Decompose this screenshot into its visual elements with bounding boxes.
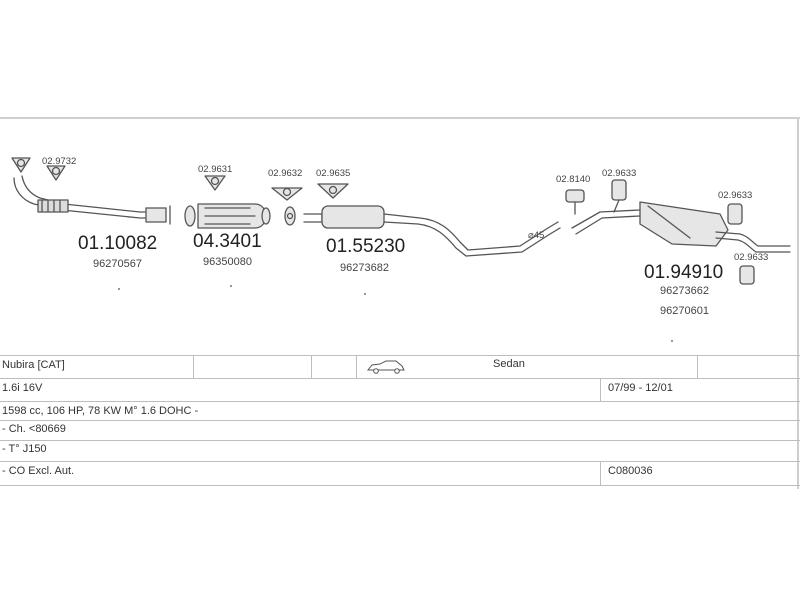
part-number-02-9635: 02.9635 bbox=[316, 168, 350, 179]
gasket-02-9635-icon bbox=[317, 183, 349, 199]
oem-number-96270567: 96270567 bbox=[93, 258, 142, 270]
part-number-02-8140: 02.8140 bbox=[556, 174, 590, 185]
exhaust-diagram: 02.9732 01.10082 96270567 02.9631 04.340… bbox=[11, 156, 791, 342]
table-col bbox=[600, 378, 601, 401]
catalyst-icon bbox=[184, 203, 271, 229]
engine-label: 1.6i 16V bbox=[2, 382, 43, 394]
part-number-02-9633-c: 02.9633 bbox=[734, 252, 768, 263]
table-rule bbox=[0, 401, 800, 402]
oem-number-96270601: 96270601 bbox=[660, 305, 709, 317]
part-number-04-3401: 04.3401 bbox=[193, 231, 262, 252]
oem-number-96273682: 96273682 bbox=[340, 262, 389, 274]
part-number-02-9633-a: 02.9633 bbox=[602, 168, 636, 179]
gasket-02-9631-icon bbox=[204, 175, 226, 191]
table-rule bbox=[0, 485, 800, 486]
part-number-01-94910: 01.94910 bbox=[644, 262, 723, 283]
table-col bbox=[356, 355, 357, 378]
co-note: - CO Excl. Aut. bbox=[2, 465, 75, 477]
gasket-02-9632-icon bbox=[271, 187, 303, 226]
middle-silencer-icon bbox=[303, 205, 561, 257]
table-rule bbox=[0, 461, 800, 462]
table-col bbox=[193, 355, 194, 378]
body-type: Sedan bbox=[493, 358, 525, 370]
oem-number-96273662: 96273662 bbox=[660, 285, 709, 297]
rubber-mount-02-9633-b-icon bbox=[727, 203, 743, 225]
catalog-code: C080036 bbox=[608, 465, 653, 477]
part-number-01-10082: 01.10082 bbox=[78, 233, 157, 254]
engine-spec: 1598 cc, 106 HP, 78 KW M° 1.6 DOHC - bbox=[2, 405, 199, 417]
rubber-mount-02-9633-a-icon bbox=[611, 179, 627, 213]
table-col bbox=[600, 461, 601, 485]
table-col bbox=[697, 355, 698, 378]
production-dates: 07/99 - 12/01 bbox=[608, 382, 673, 394]
angle-mark-icon: ⌀45 bbox=[528, 230, 544, 241]
type-note: - T° J150 bbox=[2, 443, 47, 455]
top-border bbox=[0, 117, 800, 119]
oem-number-96350080: 96350080 bbox=[203, 256, 252, 268]
rear-silencer-icon bbox=[571, 201, 791, 253]
model-name: Nubira [CAT] bbox=[2, 359, 65, 371]
rubber-mount-02-8140-icon bbox=[565, 189, 585, 215]
table-col bbox=[311, 355, 312, 378]
part-number-02-9631: 02.9631 bbox=[198, 164, 232, 175]
table-rule bbox=[0, 440, 800, 441]
chassis-note: - Ch. <80669 bbox=[2, 423, 66, 435]
table-rule bbox=[0, 355, 800, 356]
table-rule bbox=[0, 378, 800, 379]
part-number-02-9732: 02.9732 bbox=[42, 156, 76, 167]
right-border bbox=[797, 117, 799, 489]
part-number-02-9633-b: 02.9633 bbox=[718, 190, 752, 201]
part-number-02-9632: 02.9632 bbox=[268, 168, 302, 179]
front-pipe-icon bbox=[13, 175, 171, 225]
gasket-02-9732-icon bbox=[11, 157, 66, 181]
table-rule bbox=[0, 420, 800, 421]
sedan-car-icon bbox=[366, 360, 406, 377]
part-number-01-55230: 01.55230 bbox=[326, 236, 405, 257]
rubber-mount-02-9633-c-icon bbox=[739, 265, 755, 285]
